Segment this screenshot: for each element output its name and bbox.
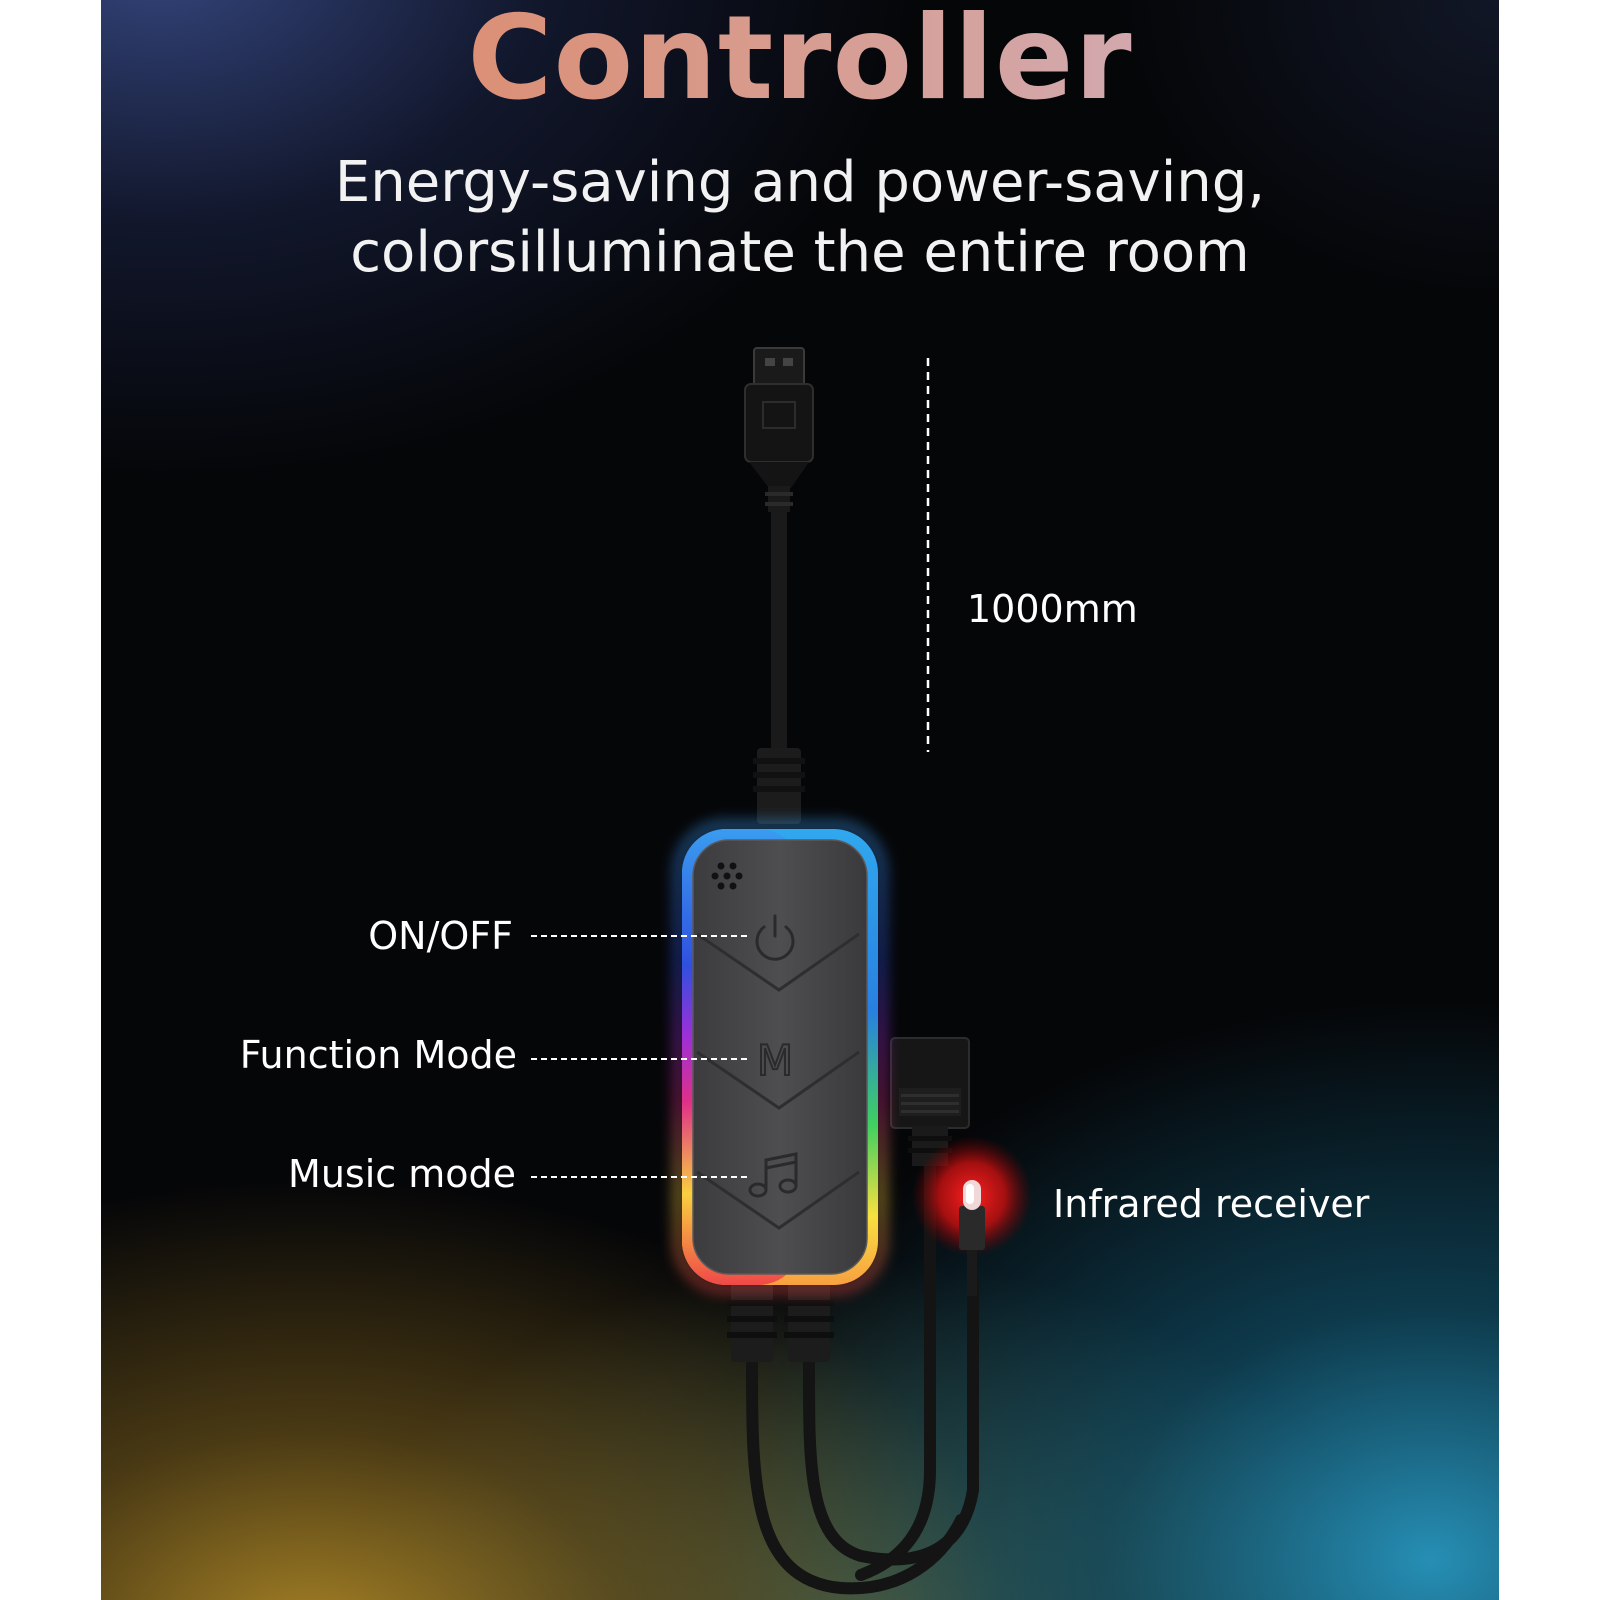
- svg-text:M: M: [757, 1036, 793, 1085]
- usb-plug-icon: [744, 347, 814, 512]
- product-panel: Controller Energy-saving and power-savin…: [101, 0, 1499, 1600]
- page-title: Controller: [101, 0, 1499, 124]
- cable-length-label: 1000mm: [967, 587, 1138, 631]
- music-mode-label: Music mode: [288, 1152, 516, 1196]
- ir-receiver-icon: [912, 1136, 1032, 1296]
- bottom-cables: [745, 1159, 979, 1595]
- subtitle-line-1: Energy-saving and power-saving,: [334, 150, 1266, 215]
- subtitle-line-2: colorsilluminate the entire room: [350, 220, 1250, 285]
- on-off-label: ON/OFF: [368, 914, 513, 958]
- m-letter-icon[interactable]: M: [756, 1035, 794, 1086]
- controller-illustration: M: [531, 347, 1032, 1595]
- cable-strain-relief-top: [753, 748, 805, 824]
- main-cable: [771, 510, 787, 750]
- function-mode-label: Function Mode: [239, 1033, 517, 1077]
- microphone-holes-icon: [711, 862, 743, 890]
- infrared-receiver-label: Infrared receiver: [1053, 1182, 1370, 1226]
- power-icon[interactable]: [755, 914, 795, 961]
- leader-lines: [531, 935, 749, 1178]
- button-chevrons: [696, 932, 860, 1230]
- music-note-icon[interactable]: [748, 1152, 798, 1198]
